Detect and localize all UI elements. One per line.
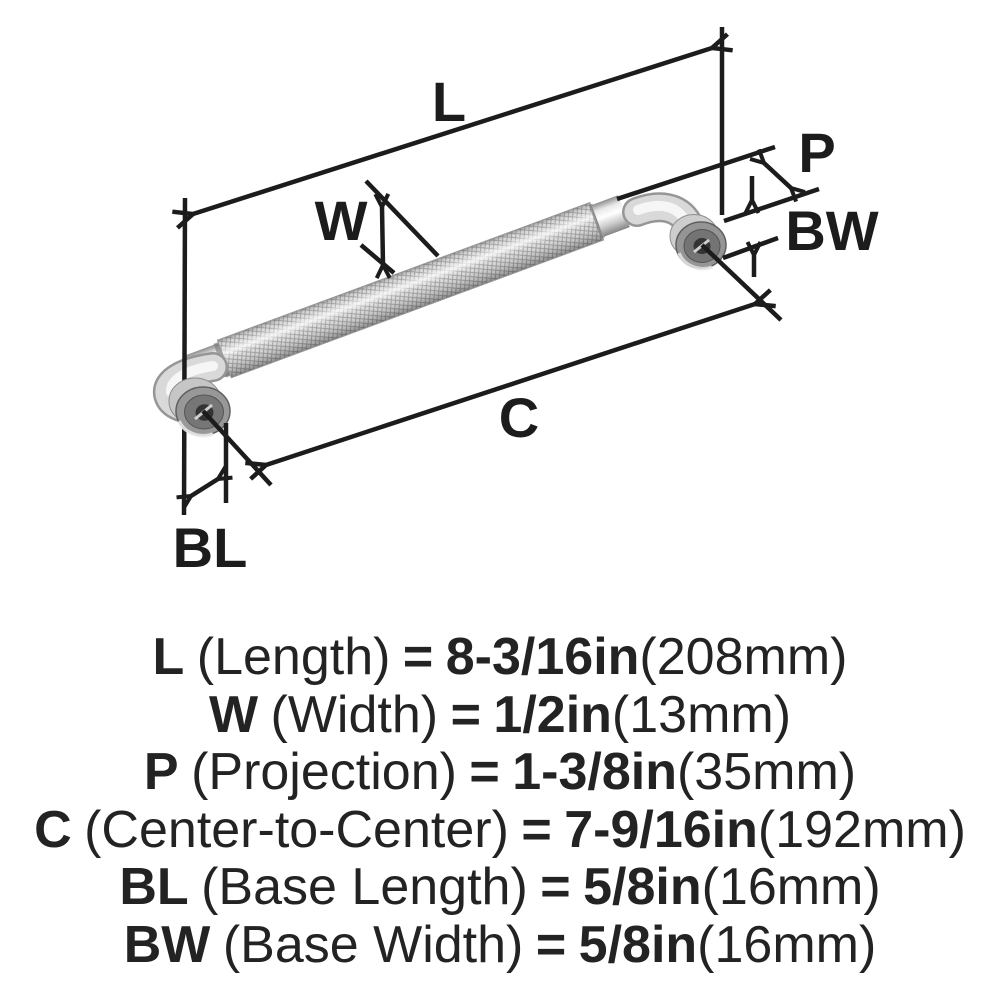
spec-metric-value: (192mm): [757, 800, 966, 859]
spec-code: W: [208, 685, 259, 744]
spec-name: (Length): [196, 628, 391, 686]
dim-base-length: [191, 423, 226, 503]
spec-imperial-value: 5/8in: [578, 915, 698, 974]
witness-line: [201, 409, 273, 487]
spec-code: L: [152, 628, 185, 686]
spec-metric-value: (16mm): [697, 915, 877, 974]
spec-row-center-to-center: C(Center-to-Center)=7-9/16in(192mm): [0, 800, 1000, 860]
spec-metric-value: (16mm): [701, 858, 881, 916]
spec-name: (Base Width): [222, 915, 524, 974]
spec-code: C: [34, 800, 72, 859]
spec-metric-value: (208mm): [639, 628, 848, 686]
spec-equals: =: [450, 685, 481, 744]
spec-name: (Width): [270, 685, 439, 744]
witness-line: [364, 179, 440, 258]
spec-equals: =: [540, 858, 571, 916]
spec-equals: =: [469, 743, 500, 801]
spec-name: (Projection): [191, 743, 457, 801]
spec-row-base-length: BL(Base Length)=5/8in(16mm): [0, 858, 1000, 917]
extension-line-left: [181, 197, 188, 516]
dim-projection: [616, 144, 820, 224]
spec-metric-value: (35mm): [676, 743, 857, 801]
label-BL: BL: [173, 516, 248, 579]
dimension-specs: L(Length)=8-3/16in(208mm) W(Width)=1/2in…: [0, 628, 1000, 975]
spec-imperial-value: 7-9/16in: [564, 800, 758, 859]
dim-line-L: [193, 48, 712, 214]
spec-row-base-width: BW(Base Width)=5/8in(16mm): [0, 915, 1000, 975]
dim-center-to-center: [201, 243, 783, 487]
handle-illustration: [153, 192, 716, 425]
spec-imperial-value: 5/8in: [583, 858, 702, 916]
dim-arrow-W: [382, 207, 383, 265]
label-P: P: [798, 121, 835, 184]
spec-equals: =: [402, 628, 434, 686]
left-base: [168, 377, 231, 438]
dim-base-width: [722, 235, 779, 277]
dim-arrow-BL: [191, 479, 218, 496]
label-L: L: [432, 70, 466, 133]
handle-dimension-drawing: L W P BW C: [153, 27, 879, 579]
spec-code: BW: [123, 915, 211, 974]
spec-equals: =: [535, 915, 567, 974]
reference-line: [722, 235, 779, 261]
spec-row-projection: P(Projection)=1-3/8in(35mm): [0, 743, 1000, 802]
dim-length: [193, 48, 712, 214]
reference-line: [616, 144, 776, 202]
spec-row-length: L(Length)=8-3/16in(208mm): [0, 628, 1000, 687]
label-C: C: [499, 386, 539, 449]
spec-code: P: [143, 743, 179, 801]
spec-equals: =: [521, 800, 552, 859]
spec-imperial-value: 1-3/8in: [512, 743, 677, 801]
spec-name: (Center-to-Center): [84, 800, 509, 859]
label-W: W: [315, 189, 368, 252]
dim-arrow-P: [764, 163, 791, 188]
spec-code: BL: [119, 858, 189, 916]
label-BW: BW: [785, 199, 878, 262]
dim-line-C: [266, 304, 755, 465]
spec-metric-value: (13mm): [611, 685, 792, 744]
spec-row-width: W(Width)=1/2in(13mm): [0, 685, 1000, 745]
spec-name: (Base Length): [201, 858, 528, 916]
dim-width: [359, 179, 440, 273]
spec-imperial-value: 8-3/16in: [445, 628, 640, 686]
spec-imperial-value: 1/2in: [493, 685, 612, 744]
